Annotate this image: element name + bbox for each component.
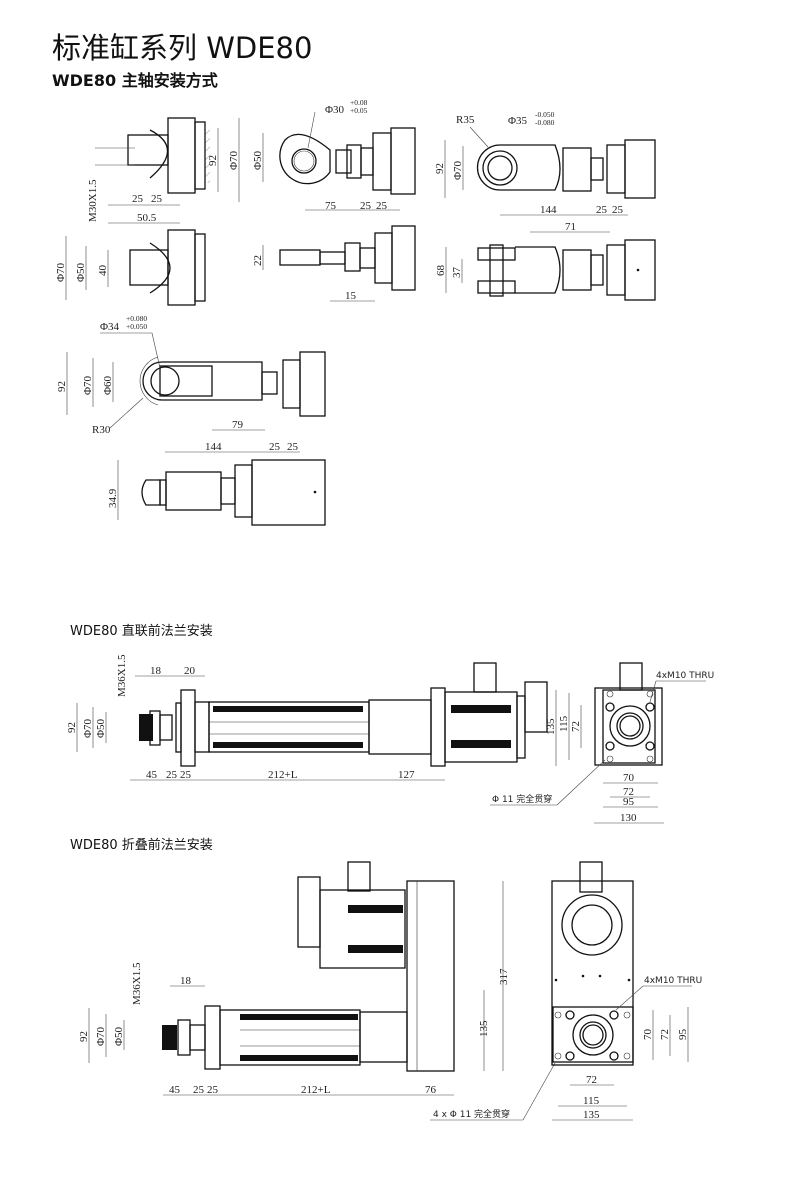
dimension-label: 71: [565, 221, 576, 233]
inline-flange-front-view: 4xM10 THRU 115 72 70 72 95 130 Φ 11 完全贯穿: [490, 662, 714, 824]
rod-eye-side-view: 71 68 37: [435, 221, 656, 301]
dimension-label: 20: [184, 665, 196, 677]
dimension-label: Φ35: [508, 115, 528, 127]
dimension-label: 212+L: [301, 1084, 331, 1096]
page-title: 标准缸系列 WDE80: [52, 31, 312, 65]
dimension-label: 95: [677, 1029, 689, 1041]
dimension-label: 25: [180, 769, 192, 781]
dimension-label: 37: [451, 267, 463, 279]
dimension-label: 25: [596, 204, 608, 216]
dimension-label: 25: [166, 769, 178, 781]
dimension-label: 15: [345, 290, 357, 302]
dimension-label: 25: [193, 1084, 205, 1096]
section-heading-folded-flange: WDE80 折叠前法兰安装: [70, 837, 213, 853]
dimension-label: 45: [146, 769, 158, 781]
dimension-label: 92: [78, 1031, 90, 1042]
dimension-label: 25: [287, 441, 299, 453]
dimension-label: 25: [360, 200, 372, 212]
fork-side-view: Φ70 Φ50 40: [55, 229, 206, 306]
dimension-label: 135: [583, 1109, 600, 1121]
dimension-label: 50.5: [137, 212, 157, 224]
dimension-label: 40: [97, 265, 109, 277]
dimension-label: Φ70: [55, 262, 67, 282]
dimension-label: M36X1.5: [116, 654, 128, 697]
section-heading-spindle: WDE80 主轴安装方式: [52, 71, 218, 90]
dimension-label: 72: [570, 721, 582, 732]
dimension-label: 144: [540, 204, 557, 216]
eye-bore-dia: Φ30: [325, 104, 345, 116]
dimension-label: 72: [623, 786, 634, 798]
dimension-label: 72: [586, 1074, 597, 1086]
dimension-label: Φ70: [228, 150, 240, 170]
rod-eye-top-view: R35 Φ35 -0.050 -0.080 92 Φ70 144 25 25: [434, 110, 656, 216]
dimension-label: 127: [398, 769, 415, 781]
dimension-label: R35: [456, 114, 475, 126]
dimension-label: Φ50: [252, 150, 264, 170]
dimension-label: M36X1.5: [131, 962, 143, 1005]
dimension-label: Φ70: [82, 375, 94, 395]
inline-flange-side-view: M36X1.5 18 20 92 Φ70 Φ50 45 25 25 212+L …: [66, 654, 557, 781]
dimension-label: 115: [583, 1095, 600, 1107]
dimension-label: 92: [434, 163, 446, 174]
dimension-label: -0.050: [535, 110, 555, 119]
holes-note: 4xM10 THRU: [656, 671, 714, 681]
dimension-label: 130: [620, 812, 637, 824]
dimension-label: Φ50: [75, 262, 87, 282]
dimension-label: +0.05: [350, 106, 368, 115]
dimension-label: +0.08: [350, 98, 368, 107]
thru-hole-note: 4 x Φ 11 完全贯穿: [433, 1108, 510, 1120]
dimension-label: 92: [66, 722, 78, 733]
dimension-label: 135: [545, 718, 557, 735]
dimension-label: Φ60: [102, 375, 114, 395]
dimension-label: 25: [151, 193, 163, 205]
dimension-label: 115: [558, 715, 570, 732]
dimension-label: 25: [269, 441, 281, 453]
dimension-label: 45: [169, 1084, 181, 1096]
slot-eye-side-view: 34.9: [107, 459, 326, 526]
dimension-label: 72: [659, 1029, 671, 1040]
dimension-label: -0.080: [535, 118, 555, 127]
folded-flange-front-view: 4xM10 THRU 70 72 95 72 115 135: [551, 861, 702, 1121]
dimension-label: 18: [180, 975, 192, 987]
dimension-label: +0.080: [126, 314, 147, 323]
dimension-label: Φ70: [95, 1026, 107, 1046]
dimension-label: 135: [478, 1020, 490, 1037]
dimension-label: 92: [56, 381, 68, 392]
dimension-label: 25: [376, 200, 388, 212]
dimension-label: 75: [325, 200, 337, 212]
dimension-label: Φ70: [82, 718, 94, 738]
thru-hole-note: Φ 11 完全贯穿: [492, 793, 552, 805]
dimension-label: 92: [207, 155, 219, 166]
dimension-label: 95: [623, 796, 635, 808]
section-heading-inline-flange: WDE80 直联前法兰安装: [70, 623, 213, 639]
dimension-label: +0.050: [126, 322, 147, 331]
dimension-label: 25: [207, 1084, 219, 1096]
dimension-label: 25: [612, 204, 624, 216]
dimension-label: 212+L: [268, 769, 298, 781]
dimension-label: 34.9: [107, 488, 119, 508]
holes-note: 4xM10 THRU: [644, 976, 702, 986]
dimension-label: 22: [252, 255, 264, 266]
dimension-label: 70: [623, 772, 635, 784]
fork-top-view: M30X1.5 25 25 50.5: [87, 117, 210, 224]
fork-thread-label: M30X1.5: [87, 179, 99, 222]
eye-side-view: 22 15: [252, 225, 416, 302]
dimension-label: 79: [232, 419, 244, 431]
dimension-label: 317: [498, 968, 510, 985]
eye-top-view: Φ30 +0.08 +0.05 92 Φ70 Φ50 75 25 25: [207, 98, 416, 212]
dimension-label: Φ34: [100, 321, 120, 333]
dimension-label: Φ50: [95, 718, 107, 738]
folded-flange-side-view: M36X1.5 18 92 Φ70 Φ50 45 25 25 212+L 76 …: [78, 861, 556, 1121]
dimension-label: Φ50: [113, 1026, 125, 1046]
dimension-label: Φ70: [452, 160, 464, 180]
dimension-label: R30: [92, 424, 111, 436]
dimension-label: 68: [435, 265, 447, 277]
dimension-label: 76: [425, 1084, 437, 1096]
slot-eye-top-view: Φ34 +0.080 +0.050 92 Φ70 Φ60 R30 79 144 …: [56, 314, 326, 453]
dimension-label: 144: [205, 441, 222, 453]
dimension-label: 25: [132, 193, 144, 205]
dimension-label: 18: [150, 665, 162, 677]
dimension-label: 70: [642, 1029, 654, 1041]
